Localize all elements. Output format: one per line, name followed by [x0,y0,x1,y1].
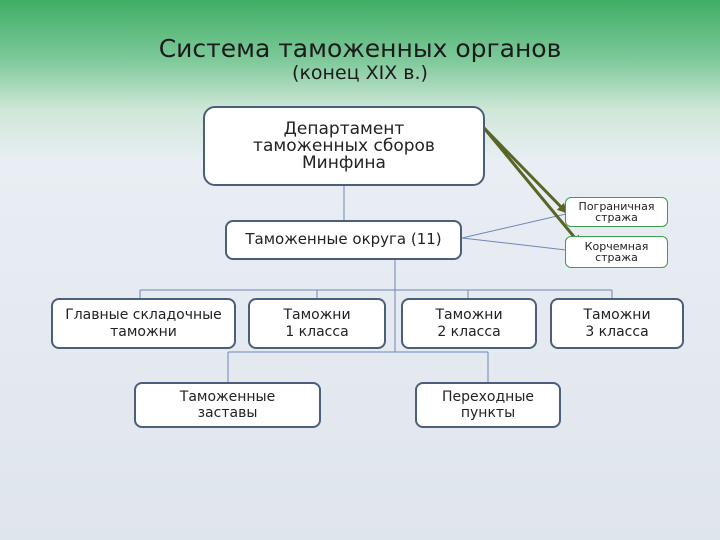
class3-box: Таможни 3 класса [550,298,684,349]
arrow-to-excise-guard [482,127,582,246]
class1-box: Таможни 1 класса [248,298,386,349]
department-box: Департамент таможенных сборов Минфина [203,106,485,186]
connector-districts-border-guard [461,213,567,239]
outposts-label: Таможенные заставы [179,388,276,421]
districts-box: Таможенные округа (11) [225,220,462,260]
class2-box: Таможни 2 класса [401,298,537,349]
department-label: Департамент таможенных сборов Минфина [253,118,435,173]
connector-districts-excise-guard [461,237,567,251]
border-guard-box: Пограничная стража [565,197,668,227]
main-warehouse-label: Главные складочные таможни [65,307,222,340]
districts-label: Таможенные округа (11) [245,230,442,249]
excise-guard-box: Корчемная стража [565,236,668,268]
border-guard-label: Пограничная стража [578,200,655,224]
class2-label: Таможни 2 класса [435,307,503,340]
excise-guard-label: Корчемная стража [584,240,649,264]
diagram-subtitle: (конец XIX в.) [292,62,428,84]
outposts-box: Таможенные заставы [134,382,321,428]
main-warehouse-box: Главные складочные таможни [51,298,236,349]
crossings-label: Переходные пункты [442,388,534,421]
arrow-to-border-guard [482,126,568,214]
class3-label: Таможни 3 класса [583,307,651,340]
diagram-title: Система таможенных органов [158,34,562,63]
class1-label: Таможни 1 класса [283,307,351,340]
crossings-box: Переходные пункты [415,382,561,428]
